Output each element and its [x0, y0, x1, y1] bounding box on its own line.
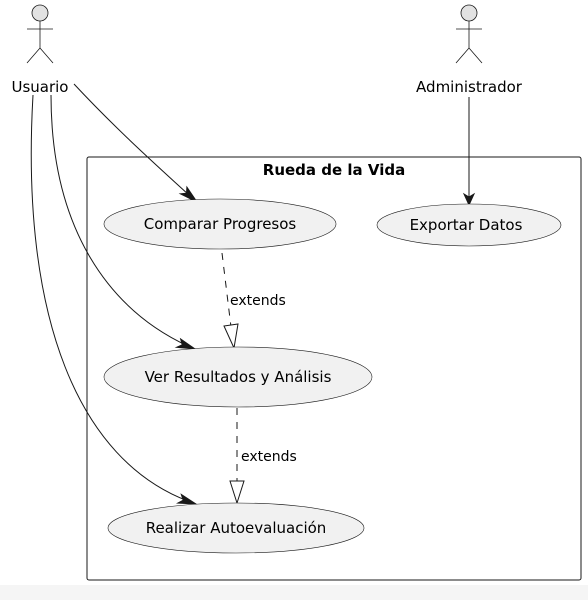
extends-comparar-ver-arrowhead	[223, 323, 239, 350]
extends-comparar-ver-label: extends	[230, 293, 286, 309]
usecase-comparar-progresos[interactable]: Comparar Progresos	[103, 198, 337, 250]
usecase-ver-resultados-shape	[103, 346, 373, 408]
extends-ver-realizar-label: extends	[241, 449, 297, 465]
actor-usuario-label: Usuario	[11, 78, 68, 96]
usecase-realizar-autoevaluacion[interactable]: Realizar Autoevaluación	[107, 502, 365, 554]
assoc-usuario-realizar-arrowhead	[175, 493, 198, 505]
assoc-usuario-comparar-arrowhead	[178, 185, 199, 204]
usecase-ver-resultados-label: Ver Resultados y Análisis	[145, 368, 332, 386]
assoc-usuario-ver-arrowhead	[174, 337, 197, 350]
usecase-ver-resultados[interactable]: Ver Resultados y Análisis	[103, 346, 373, 408]
assoc-usuario-realizar	[30, 94, 189, 502]
usecase-realizar-autoevaluacion-label: Realizar Autoevaluación	[146, 519, 327, 537]
assoc-usuario-ver	[50, 94, 189, 347]
actor-administrador-head	[460, 4, 478, 22]
usecase-exportar-datos[interactable]: Exportar Datos	[376, 203, 562, 247]
actor-usuario-head	[31, 4, 49, 22]
actor-administrador[interactable]: Administrador	[416, 4, 523, 96]
footer-strip	[0, 585, 588, 600]
assoc-usuario-comparar	[73, 83, 190, 196]
usecase-realizar-autoevaluacion-shape	[107, 502, 365, 554]
usecase-exportar-datos-label: Exportar Datos	[410, 216, 523, 234]
system-title: Rueda de la Vida	[263, 161, 405, 179]
extends-ver-realizar-arrowhead	[229, 480, 245, 505]
usecase-comparar-progresos-label: Comparar Progresos	[144, 215, 297, 233]
assoc-administrador-exportar-arrowhead	[462, 192, 476, 207]
usecase-exportar-datos-shape	[376, 203, 562, 247]
actor-administrador-body	[455, 21, 483, 64]
actor-usuario-body	[26, 21, 54, 64]
actor-usuario[interactable]: Usuario	[11, 4, 69, 96]
extends-comparar-ver-line	[221, 252, 232, 328]
use-case-diagram: Rueda de la Vida Usuario Administrador e…	[11, 4, 582, 581]
usecase-comparar-progresos-shape	[103, 198, 337, 250]
actor-administrador-label: Administrador	[416, 78, 523, 96]
